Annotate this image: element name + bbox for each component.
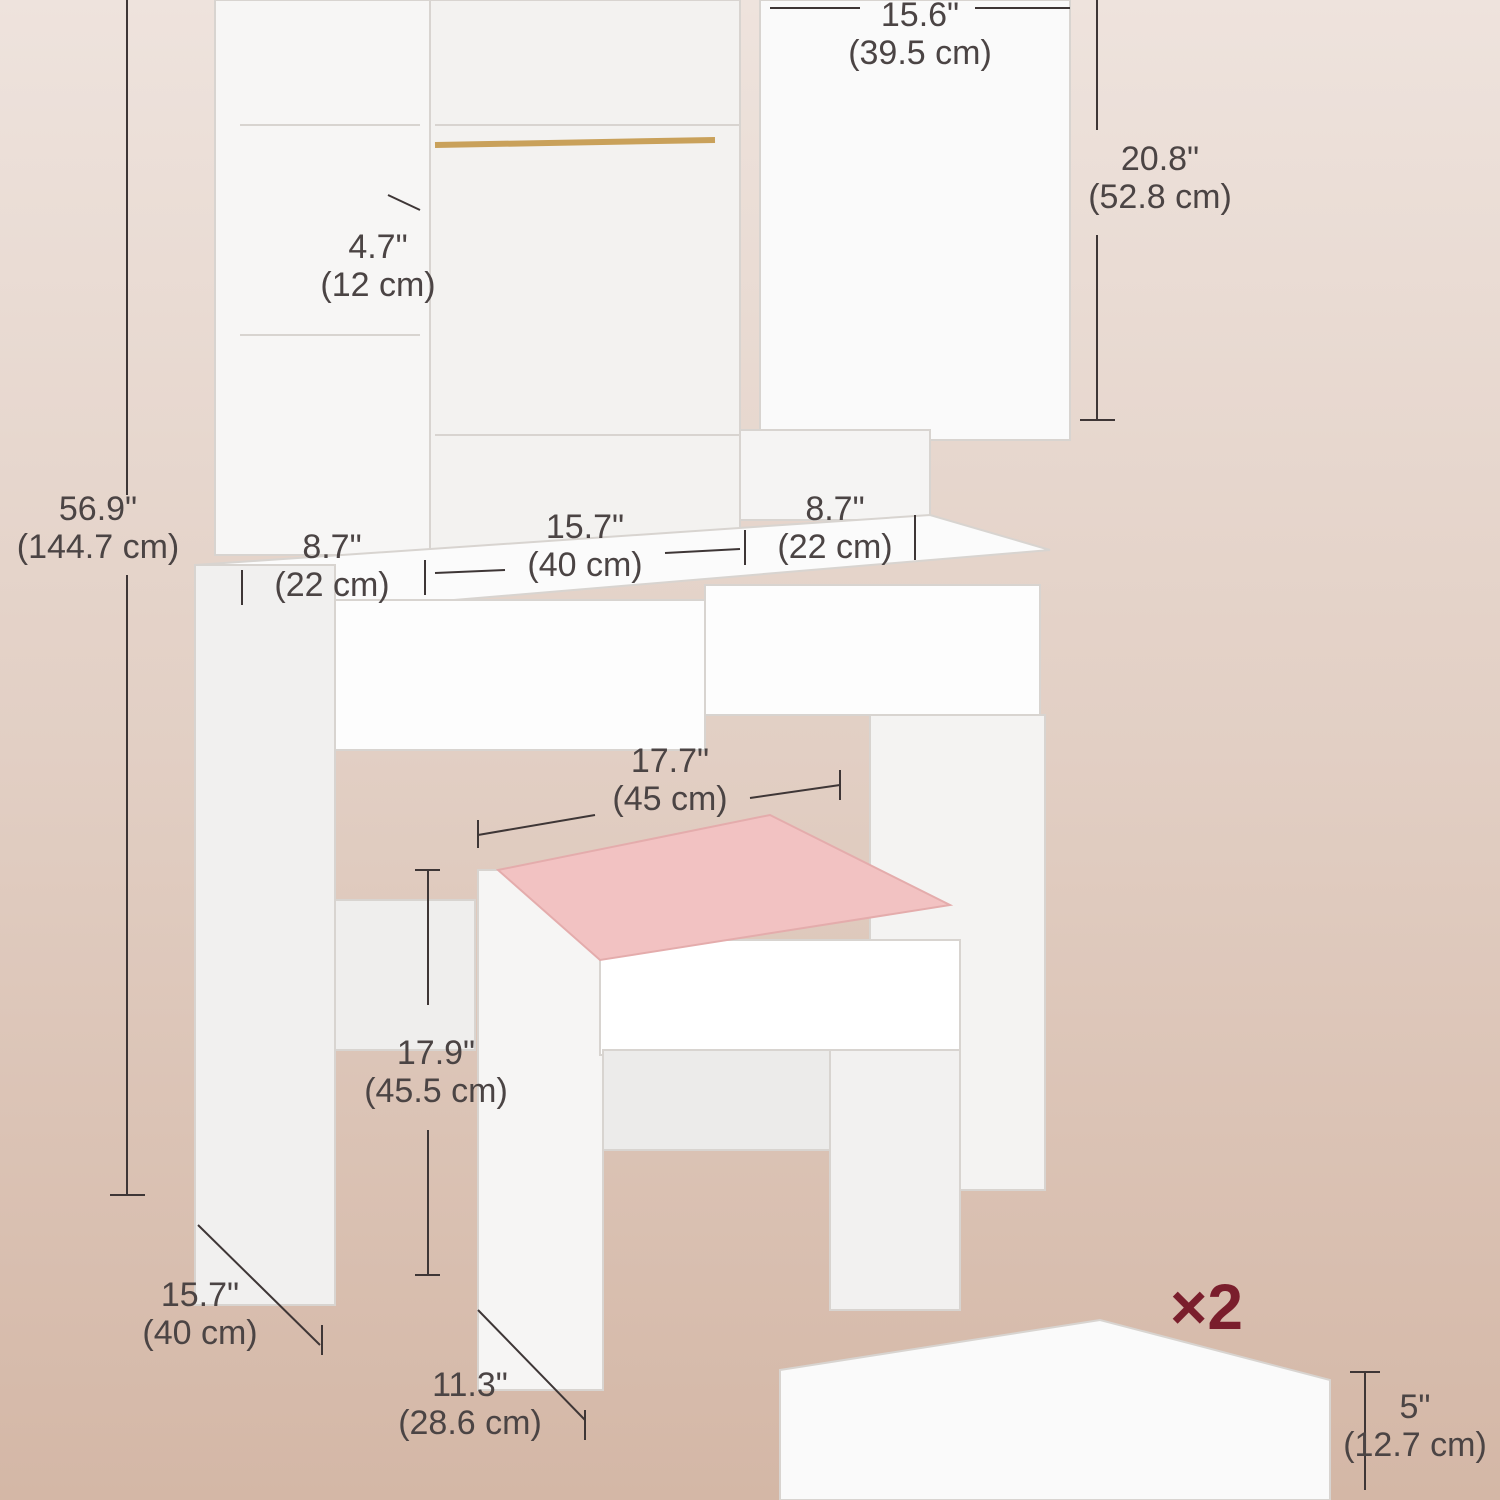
- hutch-left-cabinet: [214, 0, 431, 556]
- dim-stool-depth: 11.3"(28.6 cm): [398, 1366, 542, 1442]
- stool-crossbar: [602, 1049, 831, 1151]
- dim-right-cabinet-width: 8.7"(22 cm): [777, 490, 893, 566]
- dim-center-width: 15.7"(40 cm): [527, 508, 643, 584]
- outlet-panel: [739, 429, 931, 521]
- hutch-center: [429, 0, 741, 551]
- desk-left-leg: [194, 564, 336, 1306]
- desk-back-rail: [334, 899, 476, 1051]
- stool-side: [477, 869, 604, 1391]
- dim-total-height: 56.9"(144.7 cm): [16, 490, 180, 566]
- stool-front: [599, 939, 961, 1056]
- dim-left-cabinet-width: 8.7"(22 cm): [274, 528, 390, 604]
- drawer-right: [704, 584, 1041, 716]
- dim-stool-height: 17.9"(45.5 cm): [364, 1034, 508, 1110]
- drawer-left: [334, 599, 706, 751]
- mirror-door: [759, 0, 1071, 441]
- dim-table-depth: 15.7"(40 cm): [142, 1276, 258, 1352]
- stool-leg: [829, 1049, 961, 1311]
- quantity-badge: ×2: [1170, 1271, 1243, 1343]
- dim-mirror-height: 20.8"(52.8 cm): [1088, 140, 1232, 216]
- dimension-lines: [110, 0, 1380, 1490]
- dim-shelf-gap: 4.7"(12 cm): [320, 228, 436, 304]
- detached-drawer: [779, 1318, 1331, 1500]
- dim-stool-width: 17.7"(45 cm): [612, 742, 728, 818]
- dim-mirror-width: 15.6"(39.5 cm): [848, 0, 992, 72]
- dim-drawer-height: 5"(12.7 cm): [1343, 1388, 1487, 1464]
- stool-cushion: [495, 813, 954, 962]
